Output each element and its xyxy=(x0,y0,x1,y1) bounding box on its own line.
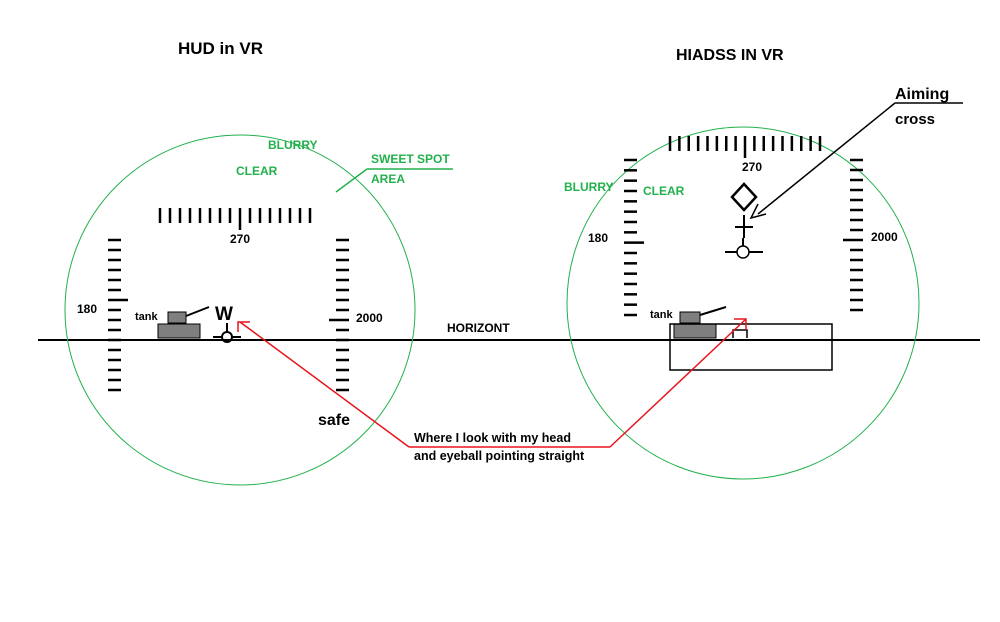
hud-panel: HUD in VR BLURRY CLEAR 270 180 2000 tank… xyxy=(64,39,416,486)
hiadss-tank-icon xyxy=(673,306,727,339)
hiadss-target-box xyxy=(669,323,833,371)
hud-tank-label: tank xyxy=(135,311,159,323)
sweet-spot-label-line1: SWEET SPOT xyxy=(371,152,450,166)
aiming-label-line2: cross xyxy=(895,111,935,128)
hud-blurry-label: BLURRY xyxy=(268,138,318,152)
hiadss-title: HIADSS IN VR xyxy=(676,47,784,64)
hiadss-aiming-cross-icon xyxy=(735,215,753,238)
hiadss-clear-label: CLEAR xyxy=(643,184,685,198)
hud-pitch-marker: W xyxy=(215,304,233,325)
gaze-arrows: Where I look with my head and eyeball po… xyxy=(237,318,747,463)
hud-velocity-vector-icon xyxy=(213,323,241,343)
hud-heading-tape xyxy=(158,208,312,230)
hiadss-velocity-vector-icon xyxy=(725,238,763,259)
hiadss-aiming-diamond-icon xyxy=(730,182,758,212)
hiadss-left-scale xyxy=(624,158,644,317)
hud-right-scale-value: 2000 xyxy=(356,311,383,325)
hiadss-heading-tape xyxy=(668,136,822,158)
hud-clear-label: CLEAR xyxy=(236,164,278,178)
hiadss-tank-label: tank xyxy=(650,309,674,321)
hiadss-heading-value: 270 xyxy=(742,160,762,174)
hud-right-scale xyxy=(329,238,349,392)
hud-left-scale xyxy=(108,238,128,392)
gaze-label-line2: and eyeball pointing straight xyxy=(414,449,585,463)
hiadss-panel: HIADSS IN VR BLURRY CLEAR 270 180 2000 t… xyxy=(564,47,920,480)
hiadss-left-scale-value: 180 xyxy=(588,231,608,245)
aiming-label-line1: Aiming xyxy=(895,86,949,103)
hud-safe-label: safe xyxy=(318,412,350,429)
hiadss-sweet-spot-circle xyxy=(566,126,920,480)
hud-tank-icon xyxy=(157,306,210,339)
hiadss-right-scale-value: 2000 xyxy=(871,230,898,244)
aiming-cross-callout: Aiming cross xyxy=(749,86,963,220)
hiadss-blurry-label: BLURRY xyxy=(564,180,614,194)
gaze-label-line1: Where I look with my head xyxy=(414,431,571,445)
hud-title: HUD in VR xyxy=(178,39,263,58)
sweet-spot-callout: SWEET SPOT AREA xyxy=(335,152,453,193)
horizon-label: HORIZONT xyxy=(447,321,510,335)
hiadss-right-scale xyxy=(843,158,863,312)
hud-left-scale-value: 180 xyxy=(77,302,97,316)
hud-sweet-spot-circle xyxy=(64,134,416,486)
hud-heading-value: 270 xyxy=(230,232,250,246)
sweet-spot-label-line2: AREA xyxy=(371,172,405,186)
hiadss-bracket-marker xyxy=(732,329,748,338)
